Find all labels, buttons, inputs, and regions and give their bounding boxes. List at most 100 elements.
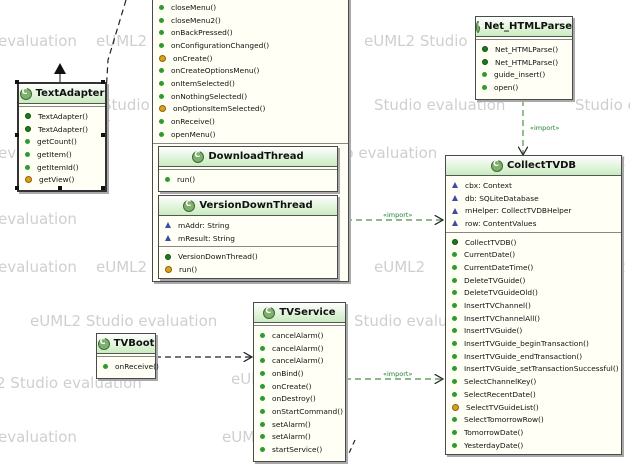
method-row[interactable]: closeMenu2() — [153, 14, 348, 27]
method-text: cancelAlarm() — [272, 343, 324, 353]
nethtmlparse-methods: Net_HTMLParse()Net_HTMLParse()guide_inse… — [476, 40, 572, 96]
method-row[interactable]: onBackPressed() — [153, 26, 348, 39]
method-row[interactable]: onCreate() — [254, 380, 345, 393]
class-textadapter[interactable]: TextAdapter TextAdapter()TextAdapter()ge… — [17, 82, 107, 192]
method-row[interactable]: setAlarm() — [254, 418, 345, 431]
method-row[interactable]: InsertTVChannelAll() — [446, 312, 621, 325]
field-text: db: SQLiteDatabase — [465, 193, 539, 203]
method-text: onDestroy() — [272, 394, 316, 404]
method-text: guide_insert() — [494, 70, 546, 80]
method-icon — [260, 421, 265, 427]
method-row[interactable]: VersionDownThread() — [159, 250, 337, 263]
selection-handle[interactable] — [15, 133, 19, 137]
field-text: mResult: String — [178, 233, 235, 243]
method-text: TextAdapter() — [38, 111, 89, 121]
field-row[interactable]: mAddr: String — [159, 219, 337, 232]
field-row[interactable]: mHelper: CollectTVDBHelper — [446, 204, 621, 217]
method-row[interactable]: startService() — [254, 443, 345, 456]
method-row[interactable]: InsertTVGuide_setTransactionSuccessful() — [446, 363, 621, 376]
method-row[interactable]: setAlarm() — [254, 431, 345, 444]
method-row[interactable]: run() — [159, 173, 337, 186]
method-row[interactable]: YesterdayDate() — [446, 439, 621, 452]
method-row[interactable]: onConfigurationChanged() — [153, 39, 348, 52]
method-row[interactable]: closeMenu() — [153, 1, 348, 14]
selection-handle[interactable] — [15, 80, 19, 84]
method-row[interactable]: onCreate() — [153, 52, 348, 65]
method-row[interactable]: onReceive() — [97, 360, 159, 373]
method-icon — [452, 264, 457, 270]
method-row[interactable]: onBind() — [254, 367, 345, 380]
method-row[interactable]: CurrentDate() — [446, 248, 621, 261]
method-row[interactable]: open() — [476, 81, 572, 94]
class-versiondownthread[interactable]: VersionDownThread mAddr: StringmResult: … — [158, 195, 338, 279]
method-row[interactable]: run() — [159, 263, 337, 276]
method-row[interactable]: InsertTVGuide_endTransaction() — [446, 350, 621, 363]
selection-handle[interactable] — [101, 186, 105, 190]
field-row[interactable]: mResult: String — [159, 232, 337, 245]
selection-handle[interactable] — [15, 186, 19, 190]
method-row[interactable]: onNothingSelected() — [153, 90, 348, 103]
method-row[interactable]: TextAdapter() — [19, 110, 105, 123]
method-row[interactable]: InsertTVGuide() — [446, 325, 621, 338]
method-icon — [165, 265, 172, 273]
class-tvservice[interactable]: TVService cancelAlarm()cancelAlarm()canc… — [253, 302, 346, 462]
class-icon — [97, 337, 110, 350]
tvservice-fields — [254, 323, 345, 326]
method-row[interactable]: cancelAlarm() — [254, 329, 345, 342]
method-row[interactable]: getItemId() — [19, 161, 105, 174]
selection-handle[interactable] — [101, 80, 105, 84]
field-row[interactable]: db: SQLiteDatabase — [446, 192, 621, 205]
method-row[interactable]: onOptionsItemSelected() — [153, 103, 348, 116]
method-text: onNothingSelected() — [171, 91, 248, 101]
method-row[interactable]: onStartCommand() — [254, 405, 345, 418]
method-row[interactable]: SelectTomorrowRow() — [446, 413, 621, 426]
method-row[interactable]: CurrentDateTime() — [446, 261, 621, 274]
method-text: getView() — [39, 175, 75, 185]
method-row[interactable]: onDestroy() — [254, 392, 345, 405]
method-row[interactable]: SelectRecentDate() — [446, 388, 621, 401]
method-row[interactable]: Net_HTMLParse() — [476, 56, 572, 69]
field-row[interactable]: cbx: Context — [446, 179, 621, 192]
method-text: TomorrowDate() — [464, 427, 524, 437]
tvboot-name: TVBoot — [113, 338, 155, 349]
method-row[interactable]: TomorrowDate() — [446, 426, 621, 439]
method-row[interactable]: cancelAlarm() — [254, 354, 345, 367]
method-row[interactable]: openMenu() — [153, 128, 348, 141]
method-row[interactable]: guide_insert() — [476, 68, 572, 81]
method-row[interactable]: onCreateOptionsMenu() — [153, 64, 348, 77]
field-text: row: ContentValues — [465, 218, 537, 228]
method-row[interactable]: getCount() — [19, 135, 105, 148]
class-downloadthread[interactable]: DownloadThread run() — [158, 146, 338, 192]
import-label-version: «import» — [383, 211, 413, 219]
method-icon — [452, 290, 457, 296]
method-row[interactable]: InsertTVGuide_beginTransaction() — [446, 337, 621, 350]
class-tvboot[interactable]: TVBoot onReceive() — [96, 333, 159, 379]
method-row[interactable]: SelectTVGuideList() — [446, 401, 621, 414]
textadapter-fields — [19, 104, 105, 107]
class-nethtmlparse[interactable]: Net_HTMLParse Net_HTMLParse()Net_HTMLPar… — [475, 16, 573, 100]
method-text: run() — [179, 264, 198, 274]
method-icon — [165, 253, 171, 260]
method-row[interactable]: TextAdapter() — [19, 123, 105, 136]
method-row[interactable]: getItem() — [19, 148, 105, 161]
method-row[interactable]: onItemSelected() — [153, 77, 348, 90]
method-row[interactable]: CollectTVDB() — [446, 236, 621, 249]
method-row[interactable]: InsertTVChannel() — [446, 299, 621, 312]
method-text: DeleteTVGuideOld() — [464, 288, 538, 298]
field-row[interactable]: row: ContentValues — [446, 217, 621, 230]
method-text: startService() — [272, 445, 323, 455]
selection-handle[interactable] — [58, 186, 62, 190]
nethtmlparse-fields — [476, 37, 572, 40]
method-row[interactable]: Net_HTMLParse() — [476, 43, 572, 56]
method-row[interactable]: DeleteTVGuide() — [446, 274, 621, 287]
method-row[interactable]: getView() — [19, 173, 105, 186]
method-row[interactable]: onReceive() — [153, 115, 348, 128]
method-row[interactable]: cancelAlarm() — [254, 342, 345, 355]
method-row[interactable]: DeleteTVGuideOld() — [446, 287, 621, 300]
method-text: InsertTVGuide() — [464, 326, 523, 336]
selection-handle[interactable] — [101, 133, 105, 137]
method-icon — [25, 151, 30, 157]
method-row[interactable]: SelectChannelKey() — [446, 375, 621, 388]
